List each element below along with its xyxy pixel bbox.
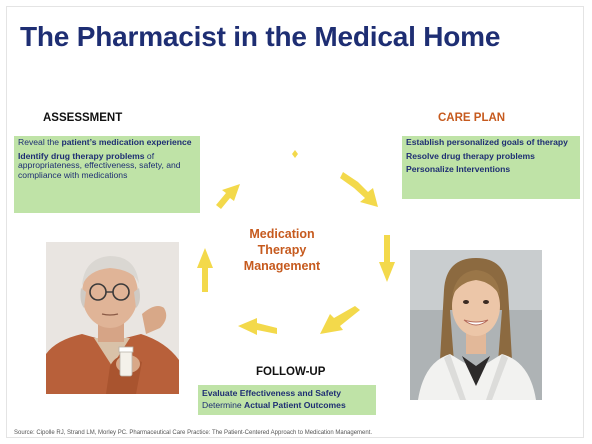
follow-up-line2: Determine Actual Patient Outcomes	[202, 399, 372, 411]
follow-up-line1: Evaluate Effectiveness and Safety	[202, 387, 372, 399]
assessment-line2: Identify drug therapy problems of approp…	[18, 150, 196, 181]
cycle-arrow-left	[197, 248, 213, 292]
center-label-line3: Management	[243, 259, 321, 273]
elderly-man-with-pill-bottle-photo	[46, 242, 179, 394]
slide-title: The Pharmacist in the Medical Home	[20, 21, 501, 52]
cycle-arrow-upper-left	[216, 184, 240, 209]
cycle-arrow-lower-right	[320, 306, 360, 334]
care-plan-item-3: Personalize Interventions	[406, 164, 511, 175]
follow-up-line2-pre: Determine	[202, 400, 245, 410]
care-plan-heading: CARE PLAN	[438, 112, 506, 124]
assessment-box: Reveal the patient’s medication experien…	[14, 136, 200, 213]
assessment-line1: Reveal the patient’s medication experien…	[18, 137, 196, 148]
follow-up-heading: FOLLOW-UP	[256, 366, 326, 378]
source-footnote: Source: Cipolle RJ, Strand LM, Morley PC…	[14, 430, 373, 436]
cycle-arrow-upper-right	[340, 172, 378, 207]
care-plan-item-2: Resolve drug therapy problems	[406, 150, 535, 161]
assessment-line1-bold: patient’s medication experience	[61, 137, 192, 147]
care-plan-item-1: Establish personalized goals of therapy	[406, 137, 568, 147]
center-label-line2: Therapy	[257, 243, 307, 257]
follow-up-box: Evaluate Effectiveness and Safety Determ…	[198, 385, 376, 415]
cycle-arrow-bottom	[238, 318, 277, 335]
care-plan-item: Establish personalized goals of therapy	[406, 137, 576, 148]
assessment-line2-rest: of appropriateness, effectiveness, safet…	[18, 150, 181, 180]
care-plan-item: Personalize Interventions	[406, 164, 576, 175]
elderly-man-illustration	[46, 242, 179, 394]
cycle-arrow-right	[379, 235, 395, 282]
follow-up-line1-text: Evaluate Effectiveness and Safety	[202, 388, 341, 398]
follow-up-line2-bold: Actual Patient Outcomes	[244, 400, 346, 410]
cycle-top-marker	[292, 150, 298, 158]
care-plan-item: Resolve drug therapy problems	[406, 150, 576, 162]
assessment-heading: ASSESSMENT	[43, 112, 123, 124]
assessment-line1-pre: Reveal the	[18, 137, 62, 147]
pharmacist-woman-photo	[410, 250, 542, 400]
assessment-line2-bold: Identify drug therapy problems	[18, 150, 145, 161]
center-label-line1: Medication	[249, 227, 315, 241]
center-label: Medication Therapy Management	[222, 226, 342, 274]
pharmacist-woman-illustration	[410, 250, 542, 400]
care-plan-box: Establish personalized goals of therapy …	[402, 136, 580, 199]
